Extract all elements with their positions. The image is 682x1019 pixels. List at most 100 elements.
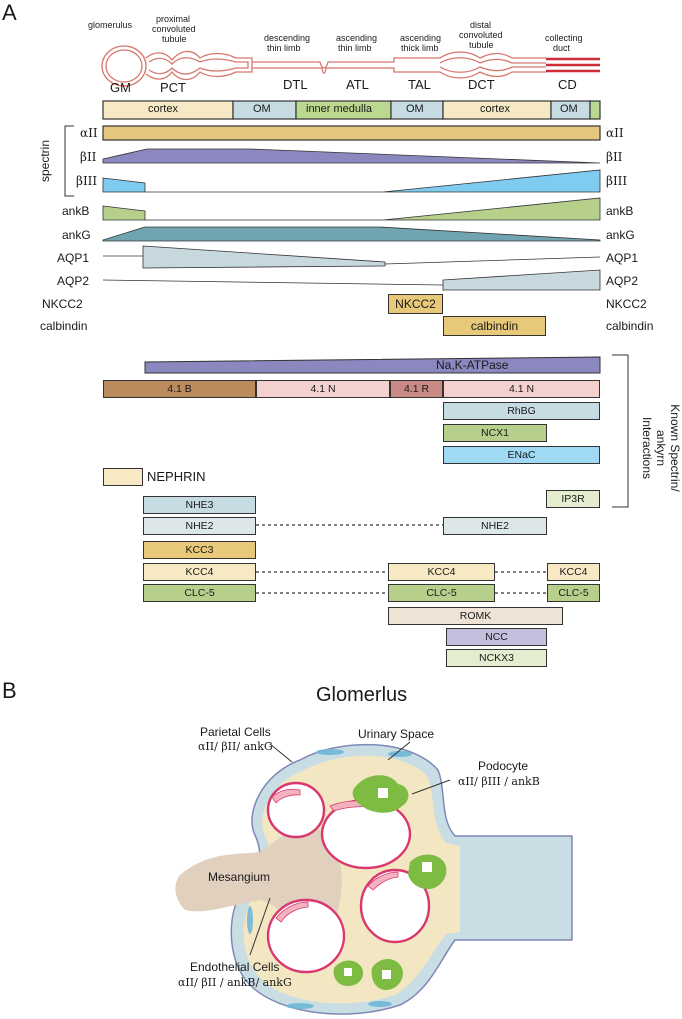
row-right-alpha-ii: αII	[606, 126, 624, 140]
row-left-beta-iii: βIII	[76, 174, 98, 188]
nkcc2-box: NKCC2	[388, 294, 443, 314]
ncc-box: NCC	[446, 628, 547, 646]
cd-label-1: collecting	[545, 33, 583, 43]
beta-ii-shape	[102, 148, 601, 164]
dct-label-1: distal	[470, 20, 492, 30]
aqp1-shape	[142, 245, 386, 269]
pct-label-3: tubule	[162, 34, 187, 44]
glomerulus-title: Glomerlus	[316, 684, 408, 706]
row-left-beta-ii: βII	[80, 150, 97, 164]
cd-label-2: duct	[553, 43, 571, 53]
protein-41n-box-a: 4.1 N	[256, 380, 390, 398]
interactions-bracket	[612, 354, 629, 508]
collecting-duct-drawing	[546, 57, 600, 73]
zone-bar	[102, 100, 601, 120]
pct-label-1: proximal	[156, 14, 191, 24]
ncx1-box: NCX1	[443, 424, 547, 442]
kcc4-box-a: KCC4	[143, 563, 256, 581]
kcc4-box-c: KCC4	[547, 563, 600, 581]
aqp2-shape	[442, 269, 601, 291]
beta-iii-shape-2	[382, 169, 601, 193]
zone-label-om-2: OM	[406, 103, 424, 115]
nhe3-box: NHE3	[143, 496, 256, 514]
panel-a-label: A	[2, 0, 17, 25]
abbr-tal: TAL	[408, 77, 431, 92]
endothelial-label-2: αII/ βII / ankB/ ankG	[178, 976, 292, 989]
mesangium-label: Mesangium	[208, 870, 271, 884]
nhe2-box-b: NHE2	[443, 517, 547, 535]
atl-label-1: ascending	[336, 33, 378, 43]
ankb-shape-2	[382, 197, 601, 221]
dtl-label-1: descending	[264, 33, 311, 43]
expression-rows	[102, 125, 601, 291]
calbindin-box: calbindin	[443, 316, 546, 336]
alpha-ii-bar	[102, 125, 601, 141]
dtl-label-2: thin limb	[267, 43, 301, 53]
atl-label-2: thin limb	[338, 43, 372, 53]
parietal-label-2: αII/ βII/ ankG	[198, 740, 273, 753]
endothelial-label-1: Endothelial Cells	[190, 960, 280, 974]
protein-41r-box: 4.1 R	[390, 380, 443, 398]
nephrin-box	[103, 468, 143, 486]
row-right-aqp1: AQP1	[606, 251, 639, 265]
row-right-ankb: ankB	[606, 204, 634, 218]
nak-atpase-label: Na,K-ATPase	[436, 358, 509, 372]
known-interactions-label: Known Spectrin/ ankyrn Interactions	[638, 378, 682, 518]
dct-label-3: tubule	[469, 40, 494, 50]
enac-box: ENaC	[443, 446, 600, 464]
zone-label-cortex-1: cortex	[148, 103, 178, 115]
abbr-atl: ATL	[346, 77, 369, 92]
row-left-ankb: ankB	[62, 204, 90, 218]
row-right-aqp2: AQP2	[606, 274, 639, 288]
panel-b-label: B	[2, 678, 17, 703]
dct-label-2: convoluted	[459, 30, 503, 40]
romk-box: ROMK	[388, 607, 563, 625]
podocyte-label-2: αII/ βIII / ankB	[458, 775, 540, 788]
tal-label-1: ascending	[400, 33, 442, 43]
zone-cd-end	[589, 100, 601, 120]
protein-41b-box: 4.1 B	[103, 380, 256, 398]
row-left-aqp2: AQP2	[57, 274, 90, 288]
spectrin-bracket	[64, 125, 74, 197]
row-right-beta-iii: βIII	[606, 174, 628, 188]
nckx3-box: NCKX3	[446, 649, 547, 667]
known-line-1: Known Spectrin/	[668, 404, 682, 492]
row-right-ankg: ankG	[606, 228, 635, 242]
clc5-box-b: CLC-5	[388, 584, 495, 602]
nephron-drawing	[101, 45, 546, 87]
abbr-cd: CD	[558, 77, 577, 92]
urinary-space-label: Urinary Space	[358, 727, 435, 741]
nephrin-label: NEPHRIN	[147, 469, 206, 484]
kcc3-box: KCC3	[143, 541, 256, 559]
row-right-beta-ii: βII	[606, 150, 623, 164]
zone-label-om-1: OM	[253, 103, 271, 115]
row-left-aqp1: AQP1	[57, 251, 90, 265]
rhbg-box: RhBG	[443, 402, 600, 420]
clc5-box-a: CLC-5	[143, 584, 256, 602]
ip3r-box: IP3R	[546, 490, 600, 508]
dashed-connectors	[256, 524, 547, 594]
abbr-pct: PCT	[160, 80, 186, 95]
zone-label-om-3: OM	[560, 103, 578, 115]
known-line-3: Interactions	[640, 416, 654, 480]
row-left-calbindin: calbindin	[40, 319, 88, 333]
row-left-ankg: ankG	[62, 228, 91, 242]
abbr-gm: GM	[110, 80, 131, 95]
zone-label-inner-medulla: inner medulla	[306, 103, 373, 115]
row-right-calbindin: calbindin	[606, 319, 654, 333]
row-left-nkcc2: NKCC2	[42, 297, 83, 311]
abbr-dct: DCT	[468, 77, 495, 92]
parietal-label-1: Parietal Cells	[200, 725, 271, 739]
zone-label-cortex-2: cortex	[480, 103, 510, 115]
pct-label-2: convoluted	[152, 24, 196, 34]
nhe2-box-a: NHE2	[143, 517, 256, 535]
row-left-alpha-ii: αII	[80, 126, 98, 140]
known-line-2: ankyrn	[654, 429, 668, 467]
glomerulus-drawing	[175, 741, 573, 1015]
ankg-shape	[102, 226, 601, 242]
kcc4-box-b: KCC4	[388, 563, 495, 581]
row-right-nkcc2: NKCC2	[606, 297, 647, 311]
